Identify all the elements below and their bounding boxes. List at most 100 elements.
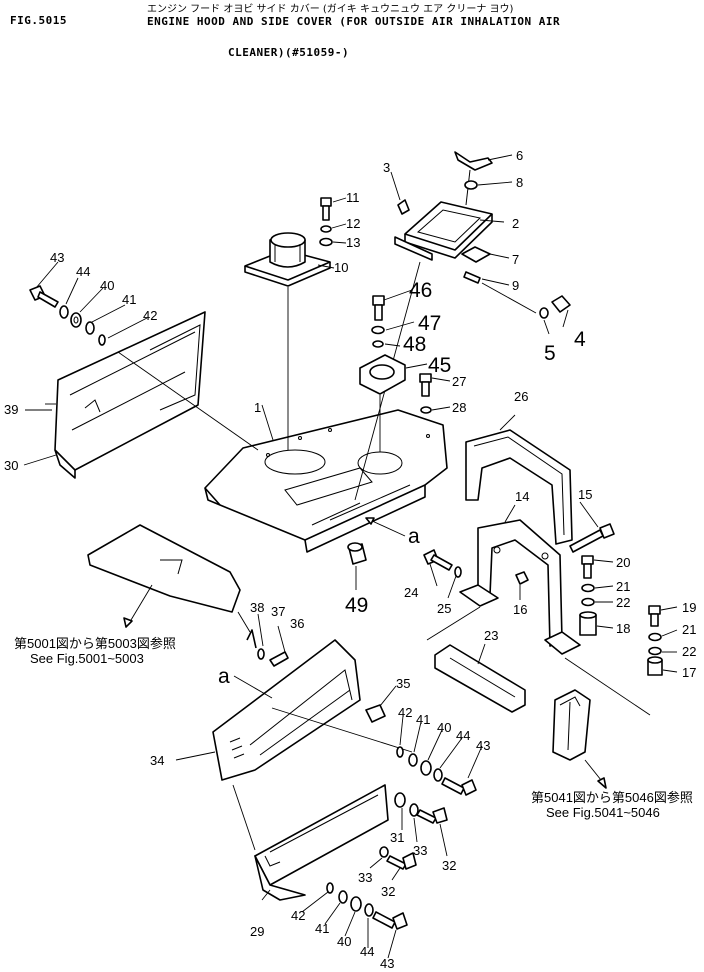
- title-line-2: CLEANER)(#51059-): [228, 46, 350, 59]
- stay-part-23: [426, 606, 651, 716]
- bolt-part-43-lower: [372, 911, 408, 930]
- side-cover-part-30: [54, 311, 259, 479]
- callout-27: 27: [452, 374, 466, 389]
- callout-7: 7: [512, 252, 519, 267]
- washer-part-33-lower: [379, 846, 389, 858]
- ref-left-en: See Fig.5001~5003: [30, 651, 144, 666]
- callout-11: 11: [346, 190, 360, 205]
- callout-22b: 22: [682, 644, 696, 659]
- callout-a-upper: a: [408, 525, 420, 548]
- callout-23: 23: [484, 628, 498, 643]
- callout-30: 30: [4, 458, 18, 473]
- callout-48: 48: [403, 333, 426, 356]
- callout-5: 5: [544, 342, 556, 365]
- callout-29: 29: [250, 924, 264, 939]
- washer-part-44-upper: [59, 305, 69, 319]
- ref-left-jp: 第5001図から第5003図参照: [14, 636, 176, 651]
- washer-part-21-upper: [581, 583, 595, 593]
- wing-bolt-part-6: [454, 151, 493, 206]
- callout-39: 39: [4, 402, 18, 417]
- washer-part-12: [320, 225, 332, 233]
- callout-32b: 32: [381, 884, 395, 899]
- engine-hood-part-1: [204, 409, 448, 553]
- washer-part-47: [371, 325, 385, 335]
- lower-guard-part-29: [232, 784, 389, 901]
- callout-31: 31: [390, 830, 404, 845]
- nut-part-16: [515, 571, 529, 585]
- callout-24: 24: [404, 585, 418, 600]
- clip-part-38: [246, 629, 257, 649]
- callout-34: 34: [150, 753, 164, 768]
- callout-9: 9: [512, 278, 519, 293]
- callout-40c: 40: [337, 934, 351, 949]
- washer-part-40-upper: [70, 312, 82, 328]
- washer-part-22-upper: [581, 597, 595, 607]
- leader-lines: [23, 154, 678, 959]
- callout-42c: 42: [291, 908, 305, 923]
- callout-41c: 41: [315, 921, 329, 936]
- washer-part-5: [539, 307, 549, 319]
- callout-47: 47: [418, 312, 441, 335]
- cap-part-49: [347, 542, 367, 565]
- washer-part-21-lower: [648, 632, 662, 642]
- callout-41b: 41: [416, 712, 430, 727]
- callout-42a: 42: [143, 308, 157, 323]
- callout-40a: 40: [100, 278, 114, 293]
- bolt-part-36: [269, 651, 289, 667]
- bolt-part-27: [419, 373, 432, 397]
- bolt-part-43-mid: [441, 777, 477, 796]
- washer-part-40-mid: [420, 760, 432, 776]
- bolt-part-4: [551, 295, 571, 313]
- frame-part-26: [465, 429, 573, 545]
- bolt-part-32-lower: [386, 852, 417, 870]
- callout-labels: 1 2 3 4 5 6 7 8 9 10 11 12 13 14 15 16 1…: [4, 148, 696, 971]
- bolt-part-15: [569, 523, 615, 553]
- latch-part-35: [365, 704, 386, 723]
- washer-part-42-lower: [326, 882, 334, 894]
- callout-25: 25: [437, 601, 451, 616]
- washer-part-31: [394, 792, 406, 808]
- spacer-part-17: [647, 656, 663, 676]
- pin-part-9: [463, 271, 537, 314]
- callout-14: 14: [515, 489, 529, 504]
- callout-19: 19: [682, 600, 696, 615]
- bolt-part-43-upper: [29, 285, 59, 308]
- callout-44a: 44: [76, 264, 90, 279]
- bolt-part-32-upper: [416, 807, 448, 824]
- callout-13: 13: [346, 235, 360, 250]
- callout-33a: 33: [413, 843, 427, 858]
- callout-18: 18: [616, 621, 630, 636]
- callout-42b: 42: [398, 705, 412, 720]
- washer-part-41-mid: [408, 753, 418, 767]
- washer-part-25: [454, 566, 462, 578]
- bolt-part-11: [320, 197, 332, 221]
- callout-21b: 21: [682, 622, 696, 637]
- washer-part-40-lower: [350, 896, 362, 912]
- washer-part-44-lower: [364, 903, 374, 917]
- bolt-part-19: [648, 605, 661, 627]
- front-panel-reference: [87, 524, 241, 628]
- callout-28: 28: [452, 400, 466, 415]
- washer-part-33-upper: [409, 803, 419, 817]
- callout-49: 49: [345, 594, 368, 617]
- callout-16: 16: [513, 602, 527, 617]
- washer-part-28: [420, 406, 432, 414]
- figure-number: FIG.5015: [10, 14, 67, 27]
- katakana-title: エンジン フード オヨビ サイド カバー (ガイキ キュウニュウ エア クリーナ…: [147, 4, 514, 15]
- callout-20: 20: [616, 555, 630, 570]
- callout-26: 26: [514, 389, 528, 404]
- callout-46: 46: [409, 279, 432, 302]
- air-duct-part-10: [244, 232, 331, 450]
- bracket-part-14: [459, 519, 581, 655]
- callout-38: 38: [250, 600, 264, 615]
- callout-4: 4: [574, 328, 586, 351]
- callout-37: 37: [271, 604, 285, 619]
- callout-40b: 40: [437, 720, 451, 735]
- ring-part-45: [359, 354, 406, 452]
- washer-part-41-upper: [85, 321, 95, 335]
- callout-32a: 32: [442, 858, 456, 873]
- callout-44b: 44: [456, 728, 470, 743]
- callout-8: 8: [516, 175, 523, 190]
- callout-6: 6: [516, 148, 523, 163]
